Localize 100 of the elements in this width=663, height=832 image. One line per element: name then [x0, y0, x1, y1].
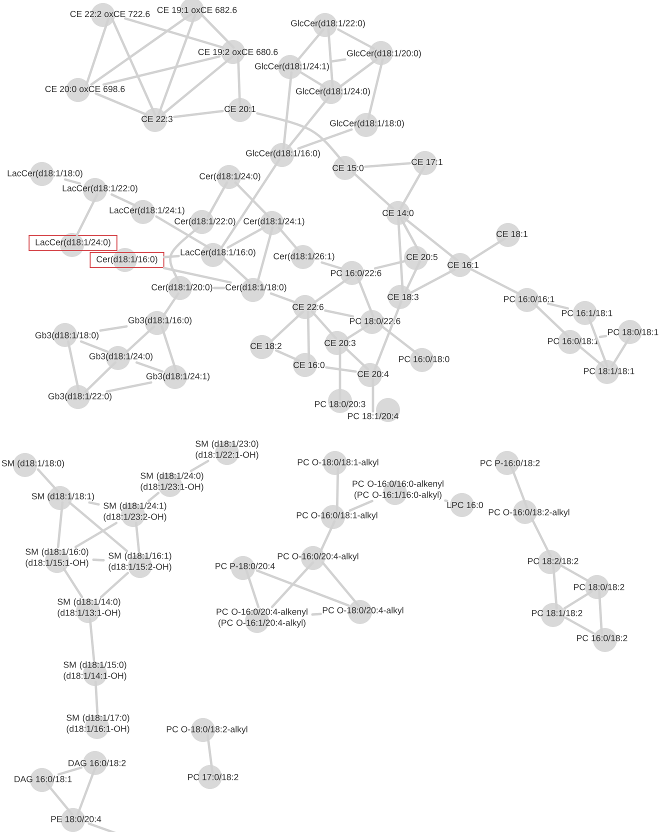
connector-line: [162, 266, 232, 284]
connector-line: [313, 276, 351, 304]
connector-line: [88, 618, 96, 662]
connector-line: [532, 302, 570, 338]
connector-line: [380, 324, 420, 356]
connector-line: [64, 178, 82, 185]
connector-line: [468, 237, 506, 262]
connector-line: [57, 766, 83, 776]
connector-line: [134, 522, 140, 552]
connector-line: [337, 28, 375, 50]
connector-line: [92, 558, 105, 562]
connector-line: [282, 71, 293, 150]
connector-line: [470, 268, 522, 296]
connector-line: [90, 13, 192, 86]
connector-line: [190, 460, 210, 472]
connector-line: [319, 520, 336, 553]
connector-line: [327, 28, 334, 88]
connector-line: [245, 569, 260, 608]
connector-line: [162, 292, 180, 317]
connector-line: [256, 569, 350, 607]
connector-line: [236, 55, 242, 106]
connector-line: [124, 17, 224, 49]
connector-line: [160, 325, 178, 373]
connector-line: [270, 310, 304, 343]
connector-line: [161, 55, 234, 116]
connector-line: [346, 324, 369, 340]
connector-line: [295, 28, 325, 63]
connector-line: [564, 616, 595, 635]
connector-line: [106, 381, 152, 393]
connector-line: [311, 612, 322, 616]
connector-line: [110, 193, 136, 207]
connector-line: [110, 17, 156, 116]
connector-line: [297, 128, 353, 150]
connector-line: [367, 58, 384, 120]
connector-line: [310, 310, 338, 340]
connector-line: [163, 254, 180, 258]
connector-line: [94, 680, 99, 714]
connector-line: [85, 17, 110, 86]
connector-line: [372, 377, 374, 413]
connector-line: [206, 734, 214, 774]
connector-line: [364, 162, 411, 168]
connector-line: [46, 782, 74, 816]
connector-line: [135, 361, 164, 373]
connector-line: [530, 517, 552, 558]
connector-line: [36, 468, 60, 493]
connector-line: [325, 366, 357, 373]
connector-line: [220, 158, 281, 249]
connector-line: [278, 226, 300, 253]
connector-line: [213, 286, 225, 290]
connector-line: [348, 500, 374, 512]
connector-line: [94, 92, 148, 116]
connector-line: [270, 292, 297, 304]
connector-line: [336, 467, 340, 512]
connector-line: [68, 501, 128, 552]
connector-line: [62, 568, 84, 598]
connector-line: [256, 112, 346, 165]
connector-line: [404, 260, 422, 294]
connector-line: [563, 590, 593, 610]
connector-line: [321, 561, 360, 607]
connector-line: [147, 492, 160, 502]
connector-line: [226, 226, 266, 249]
connector-line: [100, 572, 129, 598]
connector-line: [598, 590, 603, 635]
connector-line: [339, 58, 378, 88]
connector-line: [510, 466, 528, 509]
connector-line: [157, 13, 197, 116]
connector-line: [56, 501, 64, 548]
connector-line: [324, 309, 354, 318]
connector-line: [270, 561, 314, 608]
connector-line: [84, 361, 117, 393]
connector-line: [169, 226, 200, 284]
connector-line: [610, 335, 632, 368]
connector-line: [399, 216, 421, 254]
connector-line: [222, 257, 252, 284]
connector-line: [402, 216, 459, 262]
connector-line: [397, 216, 404, 294]
connector-line: [76, 193, 98, 236]
connector-line: [66, 340, 80, 393]
connector-line: [356, 276, 374, 318]
connector-line: [200, 13, 235, 49]
connector-line: [374, 300, 402, 371]
connector-line: [552, 564, 558, 610]
connector-line: [99, 325, 128, 332]
connector-line: [560, 564, 592, 584]
connector-line: [338, 346, 342, 401]
connector-line: [410, 268, 456, 294]
connector-line: [399, 165, 426, 210]
connector-line: [546, 302, 569, 310]
connector-line: [300, 71, 326, 88]
connector-line: [275, 349, 300, 362]
connector-line: [126, 325, 156, 353]
connector-line: [286, 96, 330, 150]
connector-line: [74, 522, 118, 548]
connector-line: [598, 334, 608, 338]
connector-line: [577, 344, 605, 368]
connector-line: [306, 310, 310, 362]
connector-line: [80, 340, 108, 353]
connector-line: [88, 501, 100, 506]
connector-line: [155, 215, 210, 249]
connector-line: [173, 110, 224, 118]
